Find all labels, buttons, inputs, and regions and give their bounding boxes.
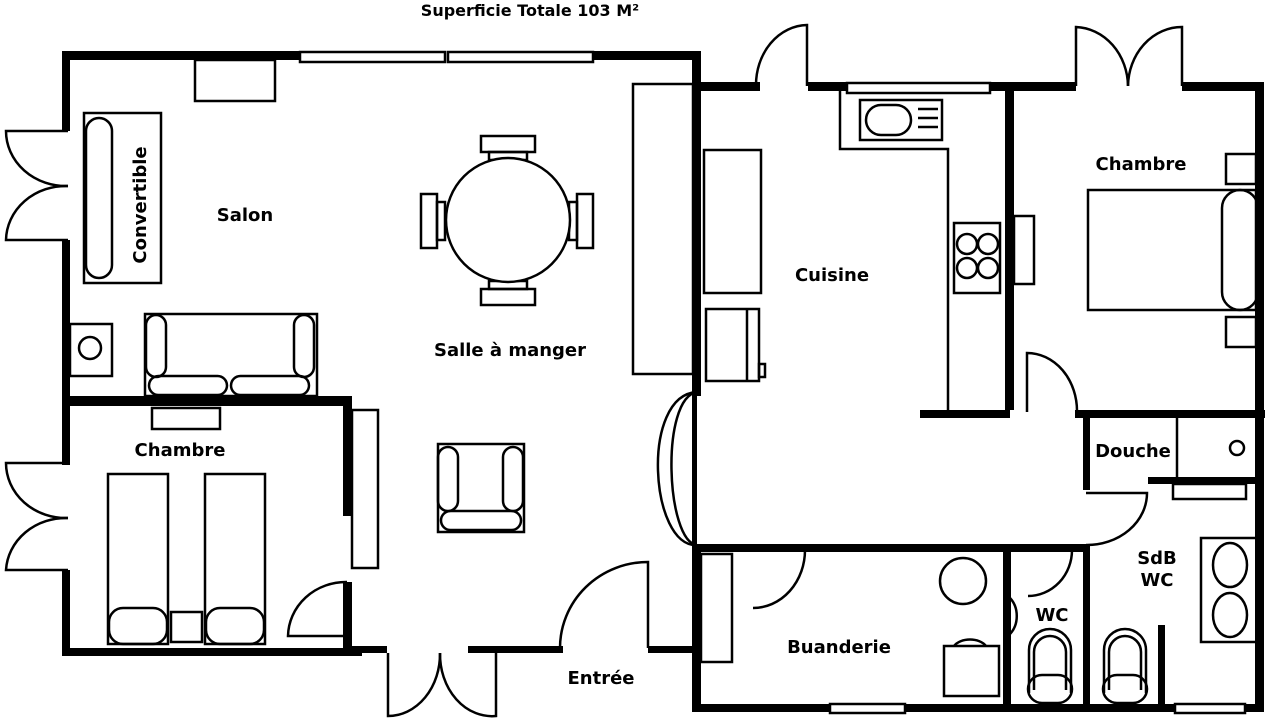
- convertible-sofa: [82, 111, 163, 285]
- label-sdb: SdB: [1137, 548, 1177, 569]
- label-chambre-1: Chambre: [135, 440, 226, 461]
- dining-furniture: [350, 82, 695, 570]
- dining-table: [444, 156, 572, 284]
- plan-title: Superficie Totale 103 M²: [421, 1, 639, 20]
- label-sdb-wc: WC: [1140, 570, 1173, 591]
- label-douche: Douche: [1095, 441, 1171, 462]
- doors: [4, 23, 1184, 718]
- chambre-1-furniture: [106, 406, 267, 646]
- chambre-2-furniture: [1012, 152, 1260, 349]
- salon-furniture: [68, 58, 319, 398]
- label-buanderie: Buanderie: [787, 637, 891, 658]
- cuisine-furniture: [702, 91, 1002, 410]
- label-salon: Salon: [217, 205, 273, 226]
- room-labels: Salon Convertible Salle à manger Chambre…: [130, 146, 1186, 689]
- cooktop: [952, 221, 1002, 295]
- walls: [62, 51, 1265, 712]
- armchair: [436, 442, 526, 534]
- label-convertible: Convertible: [130, 146, 151, 263]
- bathroom-furniture: [1101, 418, 1261, 705]
- double-bed: [1086, 188, 1258, 312]
- label-chambre-2: Chambre: [1096, 154, 1187, 175]
- label-wc: WC: [1035, 605, 1068, 626]
- label-salle-a-manger: Salle à manger: [434, 340, 586, 361]
- buanderie-furniture: [699, 552, 1074, 705]
- label-entree: Entrée: [567, 668, 634, 689]
- windows: [298, 50, 1247, 715]
- label-cuisine: Cuisine: [795, 265, 869, 286]
